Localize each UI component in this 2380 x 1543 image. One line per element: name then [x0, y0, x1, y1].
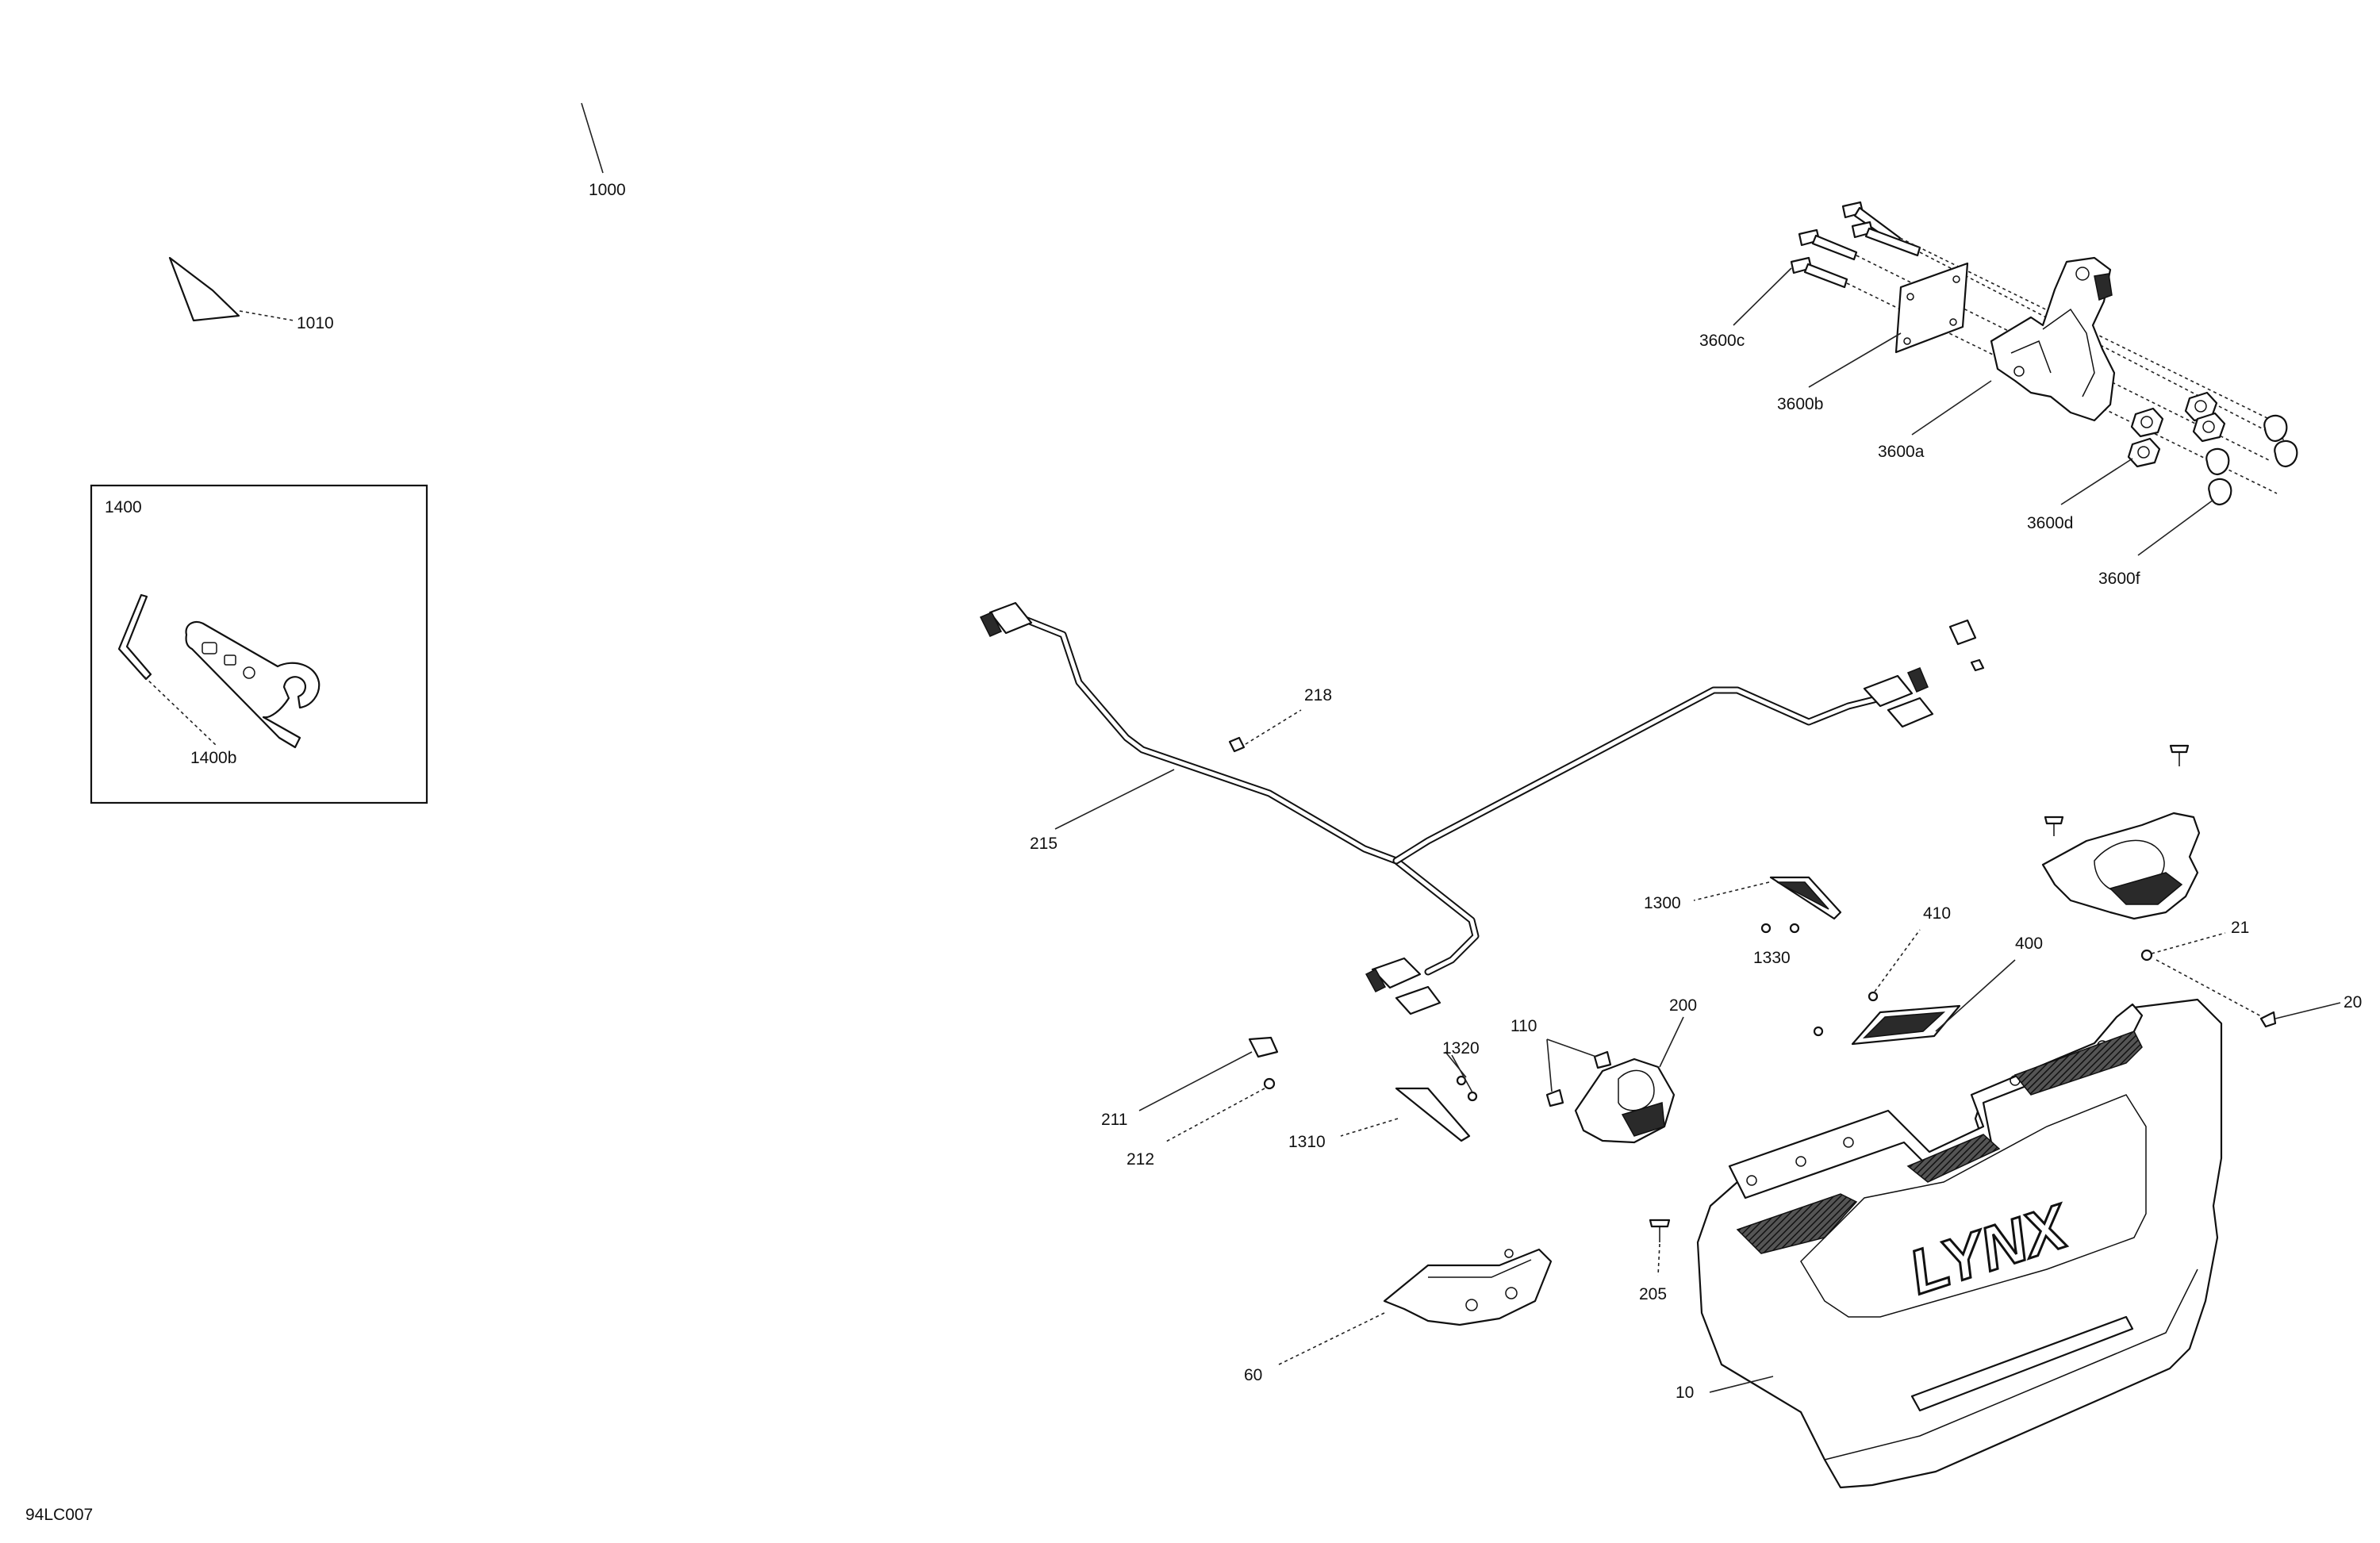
reflector-400: 410 400 — [1813, 904, 2043, 1046]
svg-text:212: 212 — [1127, 1150, 1154, 1169]
bolt-icon — [1790, 201, 1921, 289]
svg-text:1310: 1310 — [1288, 1133, 1326, 1151]
svg-text:1300: 1300 — [1644, 894, 1681, 912]
svg-text:400: 400 — [2015, 935, 2043, 953]
svg-text:10: 10 — [1676, 1384, 1694, 1402]
svg-text:410: 410 — [1923, 904, 1951, 923]
svg-text:3600a: 3600a — [1878, 443, 1925, 461]
svg-text:3600d: 3600d — [2027, 514, 2073, 532]
wiring-harness-215: 218 215 — [979, 601, 2190, 1015]
svg-text:3600c: 3600c — [1699, 332, 1745, 350]
drawing-code: 94LC007 — [25, 1506, 93, 1524]
hitch-assembly-3600: 3600c 3600b 3600a 3600d 3600f — [1699, 201, 2298, 588]
svg-text:1400: 1400 — [105, 498, 142, 516]
svg-text:1330: 1330 — [1753, 949, 1791, 967]
screw-icon — [2044, 744, 2190, 836]
allen-key-icon — [117, 593, 152, 681]
svg-text:110: 110 — [1511, 1017, 1537, 1035]
svg-text:3600f: 3600f — [2098, 570, 2140, 588]
svg-text:211: 211 — [1101, 1111, 1127, 1129]
tool-kit-box: 1400 1400b — [90, 484, 428, 804]
svg-text:1000: 1000 — [589, 181, 626, 199]
svg-text:205: 205 — [1639, 1285, 1667, 1303]
screw-205: 205 — [1639, 1219, 1671, 1303]
rear-panel-10: LYNX 10 — [1676, 998, 2223, 1489]
svg-text:215: 215 — [1030, 835, 1058, 853]
svg-text:1010: 1010 — [297, 314, 334, 332]
part-1010-sticker: 1010 — [168, 256, 334, 332]
footrest-right — [2041, 812, 2201, 920]
callout-1000: 1000 — [581, 102, 626, 199]
svg-text:20: 20 — [2344, 993, 2362, 1011]
svg-text:60: 60 — [1244, 1366, 1262, 1384]
bracket-60: 60 — [1244, 1248, 1553, 1384]
svg-text:1320: 1320 — [1442, 1039, 1480, 1057]
wrench-icon — [185, 620, 321, 749]
light-200: 110 200 — [1511, 996, 1697, 1144]
reflector-1310: 1320 1310 — [1288, 1039, 1480, 1151]
bracket-211: 211 212 — [1101, 1036, 1279, 1169]
svg-text:3600b: 3600b — [1777, 395, 1823, 413]
reflector-1300: 1300 1330 — [1644, 876, 1842, 967]
svg-text:1400b: 1400b — [190, 749, 236, 767]
svg-text:21: 21 — [2231, 919, 2249, 937]
fasteners-20-21: 21 20 — [2140, 919, 2362, 1028]
svg-text:218: 218 — [1304, 686, 1332, 704]
svg-text:200: 200 — [1669, 996, 1697, 1015]
